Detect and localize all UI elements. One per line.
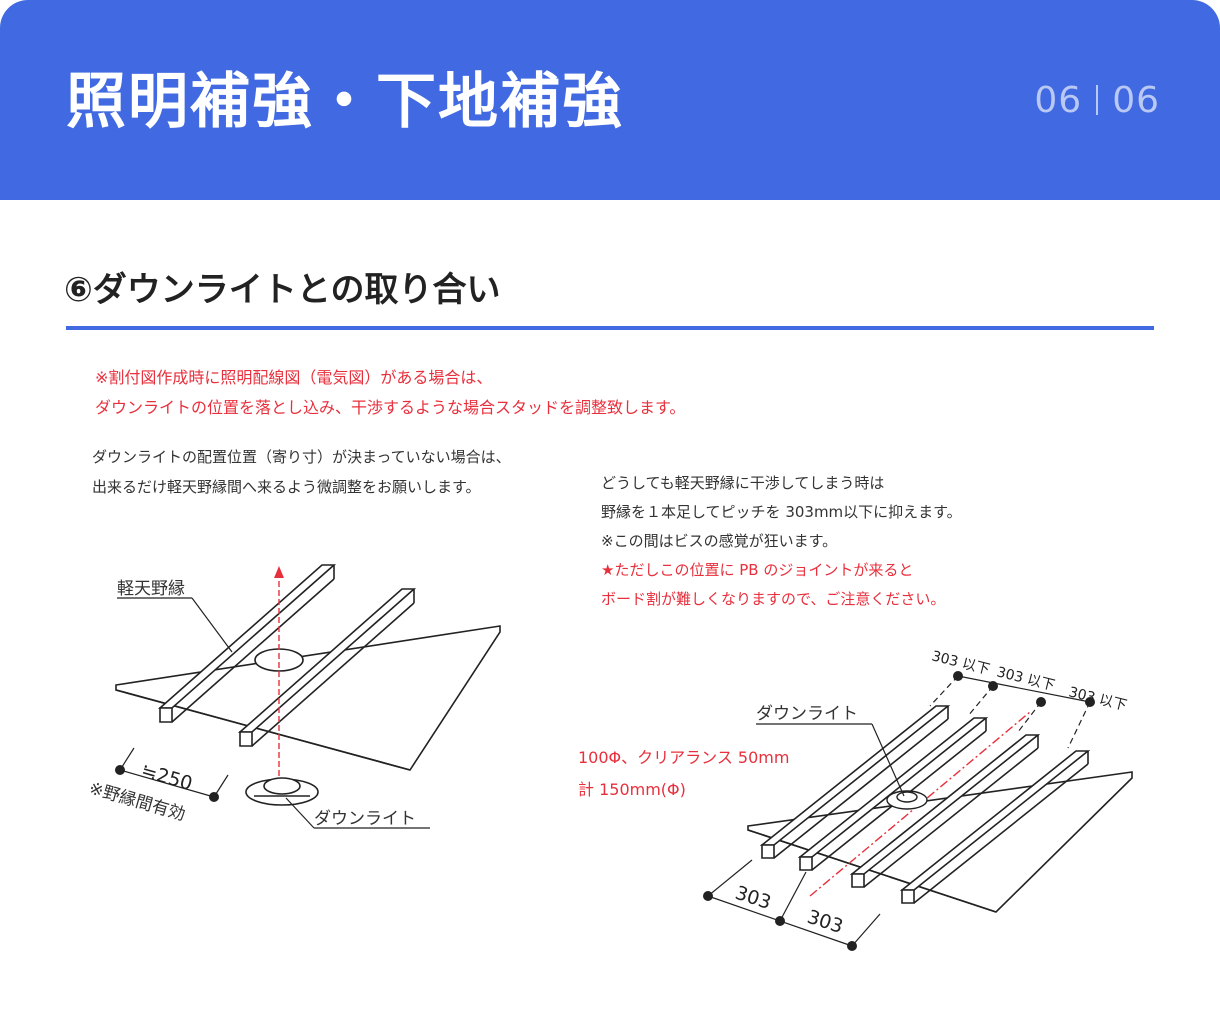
right-line-1: どうしても軽天野縁に干渉してしまう時は	[601, 474, 885, 492]
bottom-dim-label-2: 303	[804, 906, 845, 938]
furring-label: 軽天野縁	[117, 579, 185, 599]
top-ext-4	[1067, 701, 1091, 749]
downlight-fixture-icon	[245, 777, 319, 806]
right-line-2: 野縁を１本足してピッチを 303mm以下に抑えます。	[601, 503, 962, 521]
downlight-fixture-right-icon	[886, 790, 928, 810]
clearance-line-1: 100Φ、クリアランス 50mm	[578, 748, 789, 767]
top-dim-line	[957, 675, 1091, 703]
right-line-5: ボード割が難しくなりますので、ご注意ください。	[601, 590, 946, 608]
top-dim-dot-1	[953, 671, 963, 681]
right-line-4: ★ただしこの位置に PB のジョイントが来ると	[601, 561, 914, 579]
top-dim-label-3: 303 以下	[1067, 684, 1128, 714]
dim-dot-2	[209, 792, 219, 802]
right-description: どうしても軽天野縁に干渉してしまう時は 野縁を１本足してピッチを 303mm以下…	[601, 469, 962, 614]
bottom-ext-1	[707, 859, 753, 897]
ceiling-board-right	[747, 771, 1133, 913]
furring-channel-r3	[849, 734, 1041, 888]
downlight-label-right: ダウンライト	[756, 704, 858, 724]
bottom-dim-dot-3	[847, 941, 857, 951]
top-ext-1	[929, 675, 959, 707]
page-indicator: 06 06	[1034, 80, 1160, 121]
left-description: ダウンライトの配置位置（寄り寸）が決まっていない場合は、 出来るだけ軽天野縁間へ…	[92, 442, 511, 502]
page-current: 06	[1034, 80, 1083, 121]
downlight-right-leader	[871, 723, 905, 797]
up-arrow-icon	[274, 566, 284, 578]
top-dim-dot-2	[988, 681, 998, 691]
page-total: 06	[1112, 80, 1160, 121]
bottom-dim-dot-1	[703, 891, 713, 901]
bottom-dim-dot-2	[775, 916, 785, 926]
furring-leader	[191, 597, 233, 653]
notice-line-1: ※割付図作成時に照明配線図（電気図）がある場合は、	[95, 368, 493, 387]
dim-line	[119, 769, 215, 798]
bottom-ext-3	[851, 913, 881, 947]
left-line-2: 出来るだけ軽天野縁間へ来るよう微調整をお願いします。	[92, 478, 481, 496]
right-line-3: ※この間はビスの感覚が狂います。	[601, 532, 838, 550]
top-ext-3	[1017, 701, 1042, 733]
bottom-dim-label-1: 303	[732, 882, 773, 914]
left-line-1: ダウンライトの配置位置（寄り寸）が決まっていない場合は、	[92, 448, 511, 466]
dim-dot-1	[115, 765, 125, 775]
top-dim-dot-4	[1085, 697, 1095, 707]
section-title: ⑥ダウンライトとの取り合い	[64, 270, 501, 310]
clearance-line-2: 計 150mm(Φ)	[578, 780, 686, 799]
page-separator	[1096, 85, 1099, 115]
furring-channel-r4	[899, 750, 1091, 904]
board-edge-right	[747, 829, 997, 913]
header-bar: 照明補強・下地補強 06 06	[0, 0, 1220, 200]
furring-channel-1	[157, 564, 337, 723]
downlight-leader	[285, 797, 315, 829]
top-dim-dot-3	[1036, 697, 1046, 707]
notice-line-2: ダウンライトの位置を落とし込み、干渉するような場合スタッドを調整致します。	[95, 398, 686, 417]
bottom-ext-2	[779, 871, 807, 922]
notice-text: ※割付図作成時に照明配線図（電気図）がある場合は、 ダウンライトの位置を落とし込…	[95, 363, 685, 423]
ceiling-board	[115, 625, 501, 771]
downlight-label: ダウンライト	[314, 809, 416, 829]
page-title: 照明補強・下地補強	[66, 67, 624, 137]
furring-channel-2	[237, 588, 417, 747]
furring-channel-r1	[759, 705, 951, 859]
top-ext-2	[967, 685, 994, 717]
section-divider	[66, 326, 1154, 330]
